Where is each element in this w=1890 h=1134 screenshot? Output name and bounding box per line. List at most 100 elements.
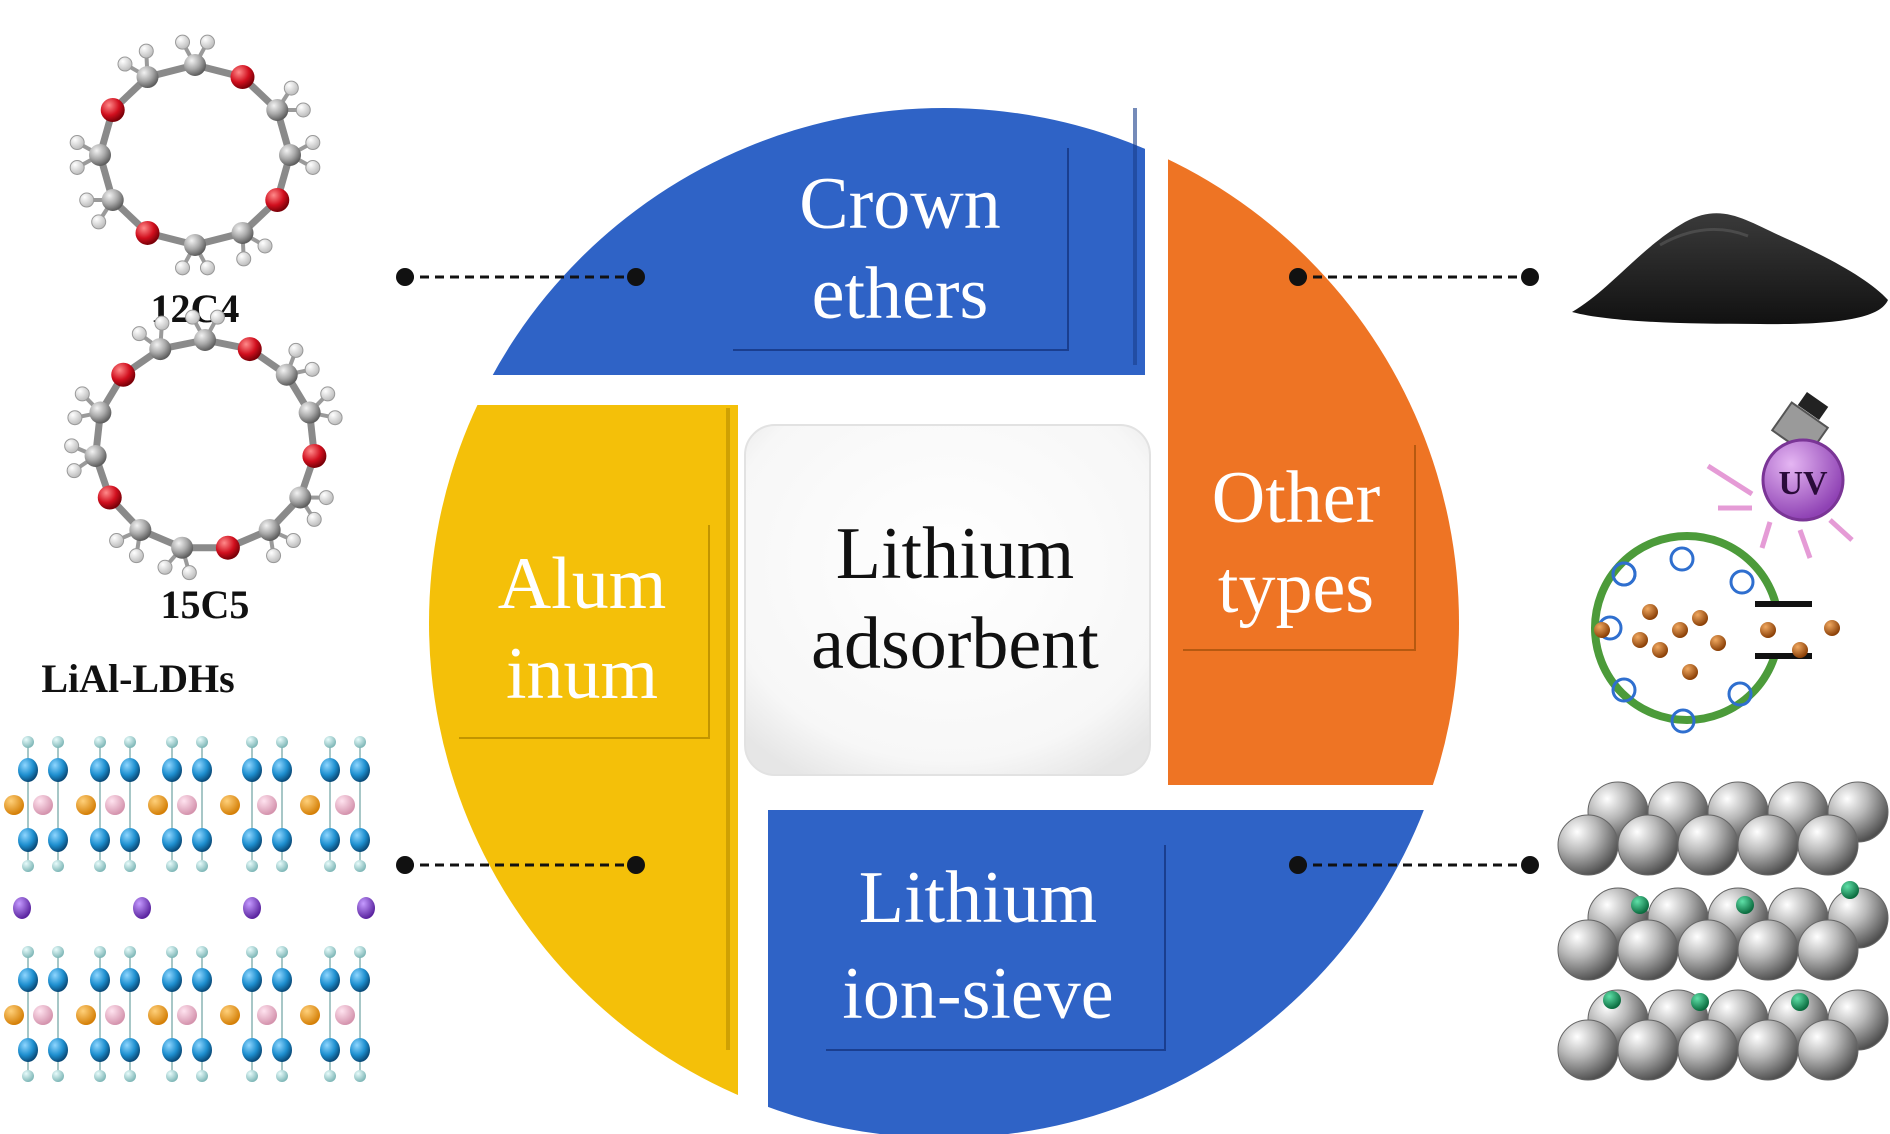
hydrogen-atom xyxy=(257,238,273,254)
hydrogen-atom xyxy=(354,946,366,958)
oxygen-sphere xyxy=(1737,919,1799,981)
carbon-atom xyxy=(194,329,216,351)
hydrogen-atom xyxy=(354,860,366,872)
sieve-label-line1: Lithium xyxy=(859,857,1097,939)
hydrogen-atom xyxy=(354,736,366,748)
hydrogen-atom xyxy=(324,1070,336,1082)
hydrogen-atom xyxy=(79,192,95,208)
aluminum-atom xyxy=(33,795,53,815)
oxygen-atom xyxy=(350,968,370,992)
carbon-atom xyxy=(136,66,159,89)
oxygen-atom xyxy=(242,968,262,992)
hydrogen-atom xyxy=(196,860,208,872)
oxygen-atom xyxy=(48,758,68,782)
carbon-atom xyxy=(171,536,194,559)
aluminum-label-line1: Alum xyxy=(498,543,667,625)
aluminum-atom xyxy=(177,795,197,815)
oxygen-atom xyxy=(192,758,212,782)
oxygen-atom xyxy=(162,968,182,992)
leader-ion-sieve xyxy=(1289,856,1539,874)
oxygen-atom xyxy=(120,968,140,992)
carbon-atom xyxy=(184,234,206,256)
aluminum-atom xyxy=(177,1005,197,1025)
lithium-atom xyxy=(300,795,320,815)
hydrogen-atom xyxy=(199,34,215,50)
oxygen-atom xyxy=(242,1038,262,1062)
lithium-ion xyxy=(1652,642,1668,658)
oxygen-atom xyxy=(97,485,122,510)
hydrogen-atom xyxy=(199,260,215,276)
hydrogen-atom xyxy=(22,736,34,748)
carbon-atom xyxy=(289,486,312,509)
lithium-ion xyxy=(1691,993,1709,1011)
other-types-label-line2: types xyxy=(1218,547,1374,629)
hydrogen-atom xyxy=(166,736,178,748)
oxygen-atom xyxy=(90,1038,110,1062)
hydrogen-atom xyxy=(185,309,201,325)
hydrogen-atom xyxy=(246,946,258,958)
hydrogen-atom xyxy=(154,315,170,331)
oxygen-atom xyxy=(120,1038,140,1062)
carbon-atom xyxy=(89,144,111,166)
oxygen-atom xyxy=(135,220,160,245)
aluminum-atom xyxy=(257,795,277,815)
sieve-label-line2: ion-sieve xyxy=(842,953,1113,1035)
hydrogen-atom xyxy=(304,361,320,377)
hydrogen-atom xyxy=(276,946,288,958)
hydrogen-atom xyxy=(94,1070,106,1082)
oxygen-sphere xyxy=(1677,919,1739,981)
lithium-atom xyxy=(4,1005,24,1025)
oxygen-atom xyxy=(192,968,212,992)
center-label-line2: adsorbent xyxy=(811,603,1099,685)
hydrogen-atom xyxy=(246,1070,258,1082)
hydrogen-atom xyxy=(324,946,336,958)
carbon-atom xyxy=(129,518,152,541)
hydrogen-atom xyxy=(354,1070,366,1082)
oxygen-sphere xyxy=(1677,814,1739,876)
lithium-ion xyxy=(1682,664,1698,680)
lithium-ion xyxy=(1642,604,1658,620)
hydrogen-atom xyxy=(52,736,64,748)
oxygen-sphere xyxy=(1797,1019,1859,1081)
carbon-atom xyxy=(279,144,301,166)
crown-frame xyxy=(733,148,1069,351)
oxygen-atom xyxy=(120,758,140,782)
lial-ldhs-label: LiAl-LDHs xyxy=(41,656,234,701)
leader-other-types xyxy=(1289,268,1539,286)
hydrogen-atom xyxy=(288,342,304,358)
hydrogen-atom xyxy=(74,386,90,402)
lithium-atom xyxy=(148,795,168,815)
hydrogen-atom xyxy=(22,1070,34,1082)
oxygen-sphere xyxy=(1797,814,1859,876)
uv-rays xyxy=(1706,463,1854,559)
lithium-ion xyxy=(1824,620,1840,636)
oxygen-atom xyxy=(120,828,140,852)
oxygen-sphere xyxy=(1557,814,1619,876)
crown-ethers-label-line2: ethers xyxy=(812,253,989,335)
other-types-label-line1: Other xyxy=(1212,457,1381,539)
vacancy-marker xyxy=(1727,681,1753,707)
hydrogen-atom xyxy=(166,946,178,958)
hydrogen-atom xyxy=(246,860,258,872)
vacancy-marker xyxy=(1611,677,1637,703)
aluminum-atom xyxy=(105,1005,125,1025)
vacancy-marker xyxy=(1670,708,1696,734)
hydrogen-atom xyxy=(196,736,208,748)
carbon-atom xyxy=(275,363,298,386)
oxygen-atom xyxy=(272,758,292,782)
carbon-atom xyxy=(84,444,107,467)
hydrogen-atom xyxy=(166,1070,178,1082)
hydrogen-atom xyxy=(266,548,282,564)
anion-atom xyxy=(133,897,151,919)
15c5-molecule-model xyxy=(64,309,343,581)
hydrogen-atom xyxy=(324,860,336,872)
lithium-atom xyxy=(76,795,96,815)
hydrogen-atom xyxy=(166,860,178,872)
hydrogen-atom xyxy=(124,736,136,748)
anion-atom xyxy=(357,897,375,919)
hydrogen-atom xyxy=(94,736,106,748)
oxygen-atom xyxy=(192,1038,212,1062)
oxygen-sphere xyxy=(1617,814,1679,876)
ion-sieve-lattice-model xyxy=(1557,781,1889,1081)
lithium-atom xyxy=(76,1005,96,1025)
